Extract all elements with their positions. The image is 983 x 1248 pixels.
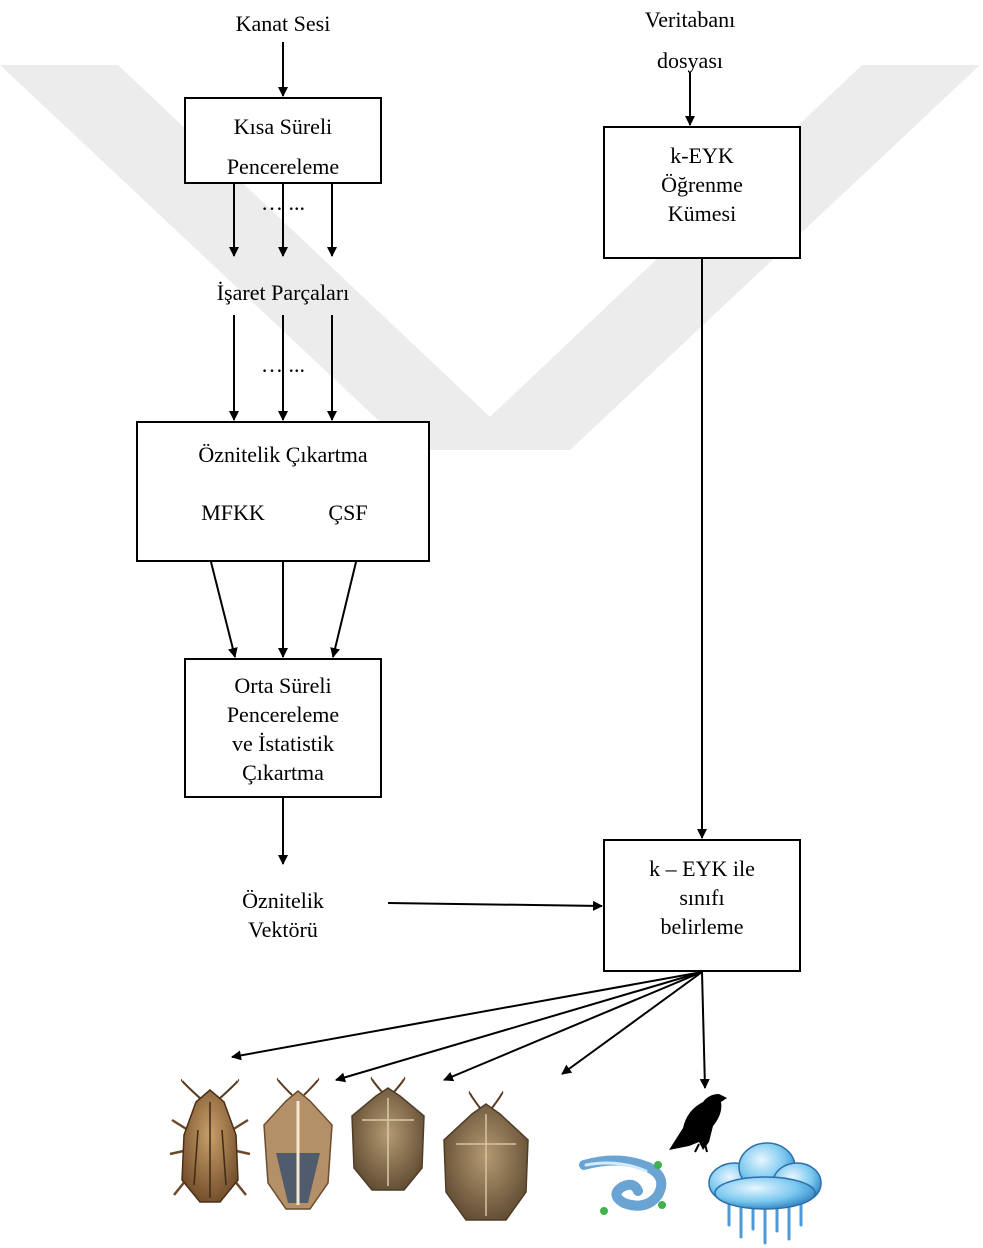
arrows	[210, 42, 710, 1089]
arrow-class-bird	[699, 971, 710, 1089]
mid-window-line-3: ve İstatistik	[232, 731, 334, 756]
arrow-class-insect-4	[561, 971, 703, 1075]
insect-4-icon	[443, 1091, 529, 1221]
method-csf: ÇSF	[328, 500, 367, 525]
training-set-line-1: k-EYK	[670, 143, 734, 168]
training-set-box	[603, 126, 801, 259]
classifier-box	[603, 839, 801, 972]
classifier-line-1: k – EYK ile	[649, 856, 755, 881]
training-set-line-3: Kümesi	[668, 201, 736, 226]
watermark	[0, 65, 980, 450]
bird-icon	[669, 1094, 727, 1153]
arrow-class-insect-2	[335, 971, 703, 1083]
database-label-2: dosyası	[657, 48, 723, 73]
rain-icon	[708, 1142, 822, 1245]
short-window-box	[184, 97, 382, 184]
arrow-features-1	[210, 561, 238, 658]
feature-vector-line-2: Vektörü	[248, 917, 318, 942]
mid-window-line-2: Pencereleme	[227, 702, 339, 727]
insect-1-icon	[169, 1079, 251, 1203]
signal-parts-label: İşaret Parçaları	[217, 280, 350, 305]
mid-window-line-4: Çıkartma	[242, 760, 324, 785]
arrow-class-insect-3	[443, 971, 703, 1082]
insect-2-icon	[263, 1078, 333, 1210]
method-mfkk: MFKK	[201, 500, 265, 525]
arrow-vector-to-classifier	[387, 900, 603, 911]
arrow-features-3	[330, 561, 357, 658]
wing-sound-label: Kanat Sesi	[236, 11, 331, 36]
mid-window-line-1: Orta Süreli	[234, 673, 331, 698]
classifier-line-2: sınıfı	[679, 885, 724, 910]
feature-vector-line-1: Öznitelik	[242, 888, 324, 913]
feature-extraction-title: Öznitelik Çıkartma	[198, 442, 367, 467]
wind-icon	[579, 1155, 667, 1215]
classifier-line-3: belirleme	[660, 914, 743, 939]
feature-extraction-box	[136, 421, 430, 562]
arrow-class-insect-1	[231, 971, 703, 1061]
database-label-1: Veritabanı	[645, 7, 735, 32]
short-window-line-2: Pencereleme	[227, 154, 339, 179]
insect-3-icon	[351, 1077, 425, 1191]
short-window-line-1: Kısa Süreli	[234, 114, 332, 139]
mid-window-box	[184, 658, 382, 798]
training-set-line-2: Öğrenme	[661, 172, 743, 197]
